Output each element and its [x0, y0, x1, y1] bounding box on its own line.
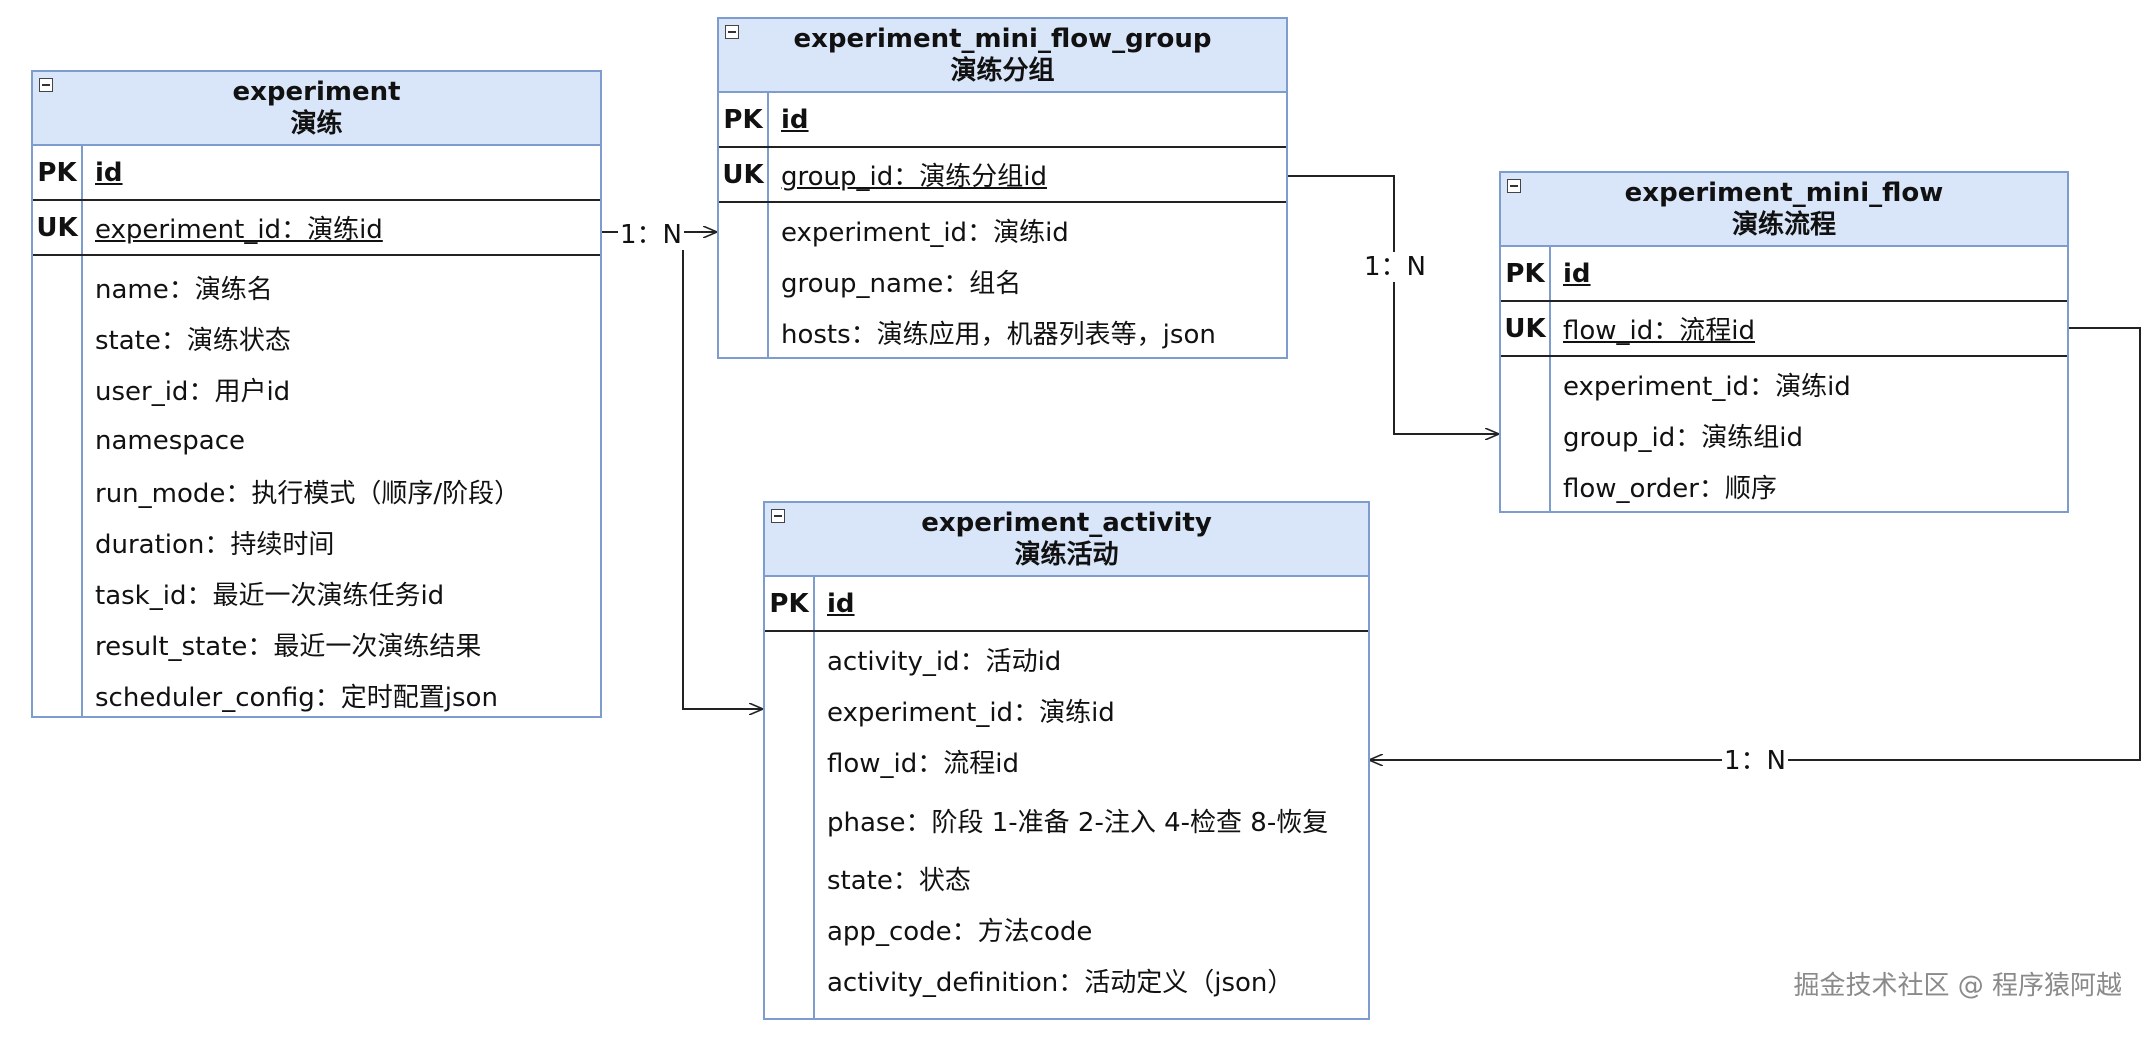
pk-field: id: [827, 588, 855, 619]
entity-name: experiment_mini_flow_group: [793, 24, 1212, 54]
collapse-icon[interactable]: [725, 25, 739, 39]
entity-name: experiment_mini_flow: [1624, 178, 1944, 208]
entity-cn-name: 演练: [290, 109, 343, 139]
entity-experiment-mini-flow[interactable]: experiment_mini_flow 演练流程 PK id UK flow_…: [1499, 171, 2069, 513]
field-gutter: [33, 256, 83, 716]
field-row: group_name：组名: [781, 269, 1022, 299]
entity-header: experiment_mini_flow_group 演练分组: [719, 19, 1286, 93]
watermark: 掘金技术社区 @ 程序猿阿越: [1793, 971, 2122, 1001]
pk-row: PK id: [719, 93, 1286, 148]
pk-field: id: [1563, 258, 1591, 289]
field-gutter: [1501, 357, 1551, 512]
field-row: experiment_id：演练id: [781, 218, 1069, 248]
uk-field: group_id：演练分组id: [781, 162, 1047, 192]
field-gutter: [719, 203, 769, 358]
entity-experiment-activity[interactable]: experiment_activity 演练活动 PK id activity_…: [763, 501, 1370, 1020]
field-row: activity_id：活动id: [827, 647, 1062, 677]
field-row: phase：阶段 1-准备 2-注入 4-检查 8-恢复: [827, 807, 1329, 838]
relation-label-group-flow: 1：N: [1362, 252, 1428, 282]
collapse-icon[interactable]: [39, 78, 53, 92]
field-section: activity_id：活动id experiment_id：演练id flow…: [765, 632, 1368, 1018]
pk-label: PK: [33, 146, 83, 199]
field-row: scheduler_config：定时配置json: [95, 683, 498, 713]
field-row: experiment_id：演练id: [827, 698, 1115, 728]
uk-row: UK group_id：演练分组id: [719, 148, 1286, 203]
pk-field: id: [95, 157, 123, 188]
field-row: task_id：最近一次演练任务id: [95, 581, 445, 611]
pk-row: PK id: [1501, 247, 2067, 302]
collapse-icon[interactable]: [771, 509, 785, 523]
field-list: activity_id：活动id experiment_id：演练id flow…: [815, 632, 1368, 1018]
entity-cn-name: 演练流程: [1731, 210, 1836, 240]
field-row: name：演练名: [95, 275, 273, 305]
field-row: activity_definition：活动定义（json）: [827, 968, 1294, 998]
entity-name: experiment: [232, 77, 401, 107]
field-list: name：演练名 state：演练状态 user_id：用户id namespa…: [83, 256, 600, 716]
pk-label: PK: [719, 93, 769, 146]
field-row: namespace: [95, 425, 246, 456]
entity-experiment[interactable]: experiment 演练 PK id UK experiment_id：演练i…: [31, 70, 602, 718]
entity-experiment-mini-flow-group[interactable]: experiment_mini_flow_group 演练分组 PK id UK…: [717, 17, 1288, 359]
entity-name: experiment_activity: [921, 508, 1212, 538]
field-row: duration：持续时间: [95, 530, 335, 560]
uk-label: UK: [719, 148, 769, 201]
entity-header: experiment_activity 演练活动: [765, 503, 1368, 577]
entity-cn-name: 演练活动: [1014, 540, 1119, 570]
uk-label: UK: [1501, 302, 1551, 355]
relation-label-experiment-group: 1：N: [618, 220, 684, 250]
field-row: group_id：演练组id: [1563, 423, 1803, 453]
entity-header: experiment 演练: [33, 72, 600, 146]
field-row: state：演练状态: [95, 326, 291, 356]
field-row: flow_id：流程id: [827, 749, 1020, 779]
field-list: experiment_id：演练id group_name：组名 hosts：演…: [769, 203, 1286, 358]
connector-group-to-flow: [1288, 175, 1498, 434]
uk-field: flow_id：流程id: [1563, 316, 1756, 346]
uk-row: UK flow_id：流程id: [1501, 302, 2067, 357]
field-section: name：演练名 state：演练状态 user_id：用户id namespa…: [33, 256, 600, 716]
pk-row: PK id: [33, 146, 600, 201]
field-row: result_state：最近一次演练结果: [95, 632, 482, 662]
uk-row: UK experiment_id：演练id: [33, 201, 600, 256]
uk-label: UK: [33, 201, 83, 254]
collapse-icon[interactable]: [1507, 179, 1521, 193]
entity-cn-name: 演练分组: [950, 56, 1055, 86]
field-row: user_id：用户id: [95, 377, 291, 407]
field-gutter: [765, 632, 815, 1018]
field-row: app_code：方法code: [827, 917, 1093, 947]
pk-field: id: [781, 104, 809, 135]
pk-label: PK: [1501, 247, 1551, 300]
field-section: experiment_id：演练id group_name：组名 hosts：演…: [719, 203, 1286, 358]
field-row: hosts：演练应用，机器列表等，json: [781, 320, 1216, 350]
uk-field: experiment_id：演练id: [95, 215, 383, 245]
entity-header: experiment_mini_flow 演练流程: [1501, 173, 2067, 247]
relation-label-flow-activity: 1：N: [1722, 746, 1788, 776]
field-row: experiment_id：演练id: [1563, 372, 1851, 402]
field-row: state：状态: [827, 866, 971, 896]
field-list: experiment_id：演练id group_id：演练组id flow_o…: [1551, 357, 2067, 512]
field-row: run_mode：执行模式（顺序/阶段）: [95, 479, 521, 509]
field-row: flow_order：顺序: [1563, 474, 1777, 504]
pk-label: PK: [765, 577, 815, 630]
pk-row: PK id: [765, 577, 1368, 632]
field-section: experiment_id：演练id group_id：演练组id flow_o…: [1501, 357, 2067, 512]
